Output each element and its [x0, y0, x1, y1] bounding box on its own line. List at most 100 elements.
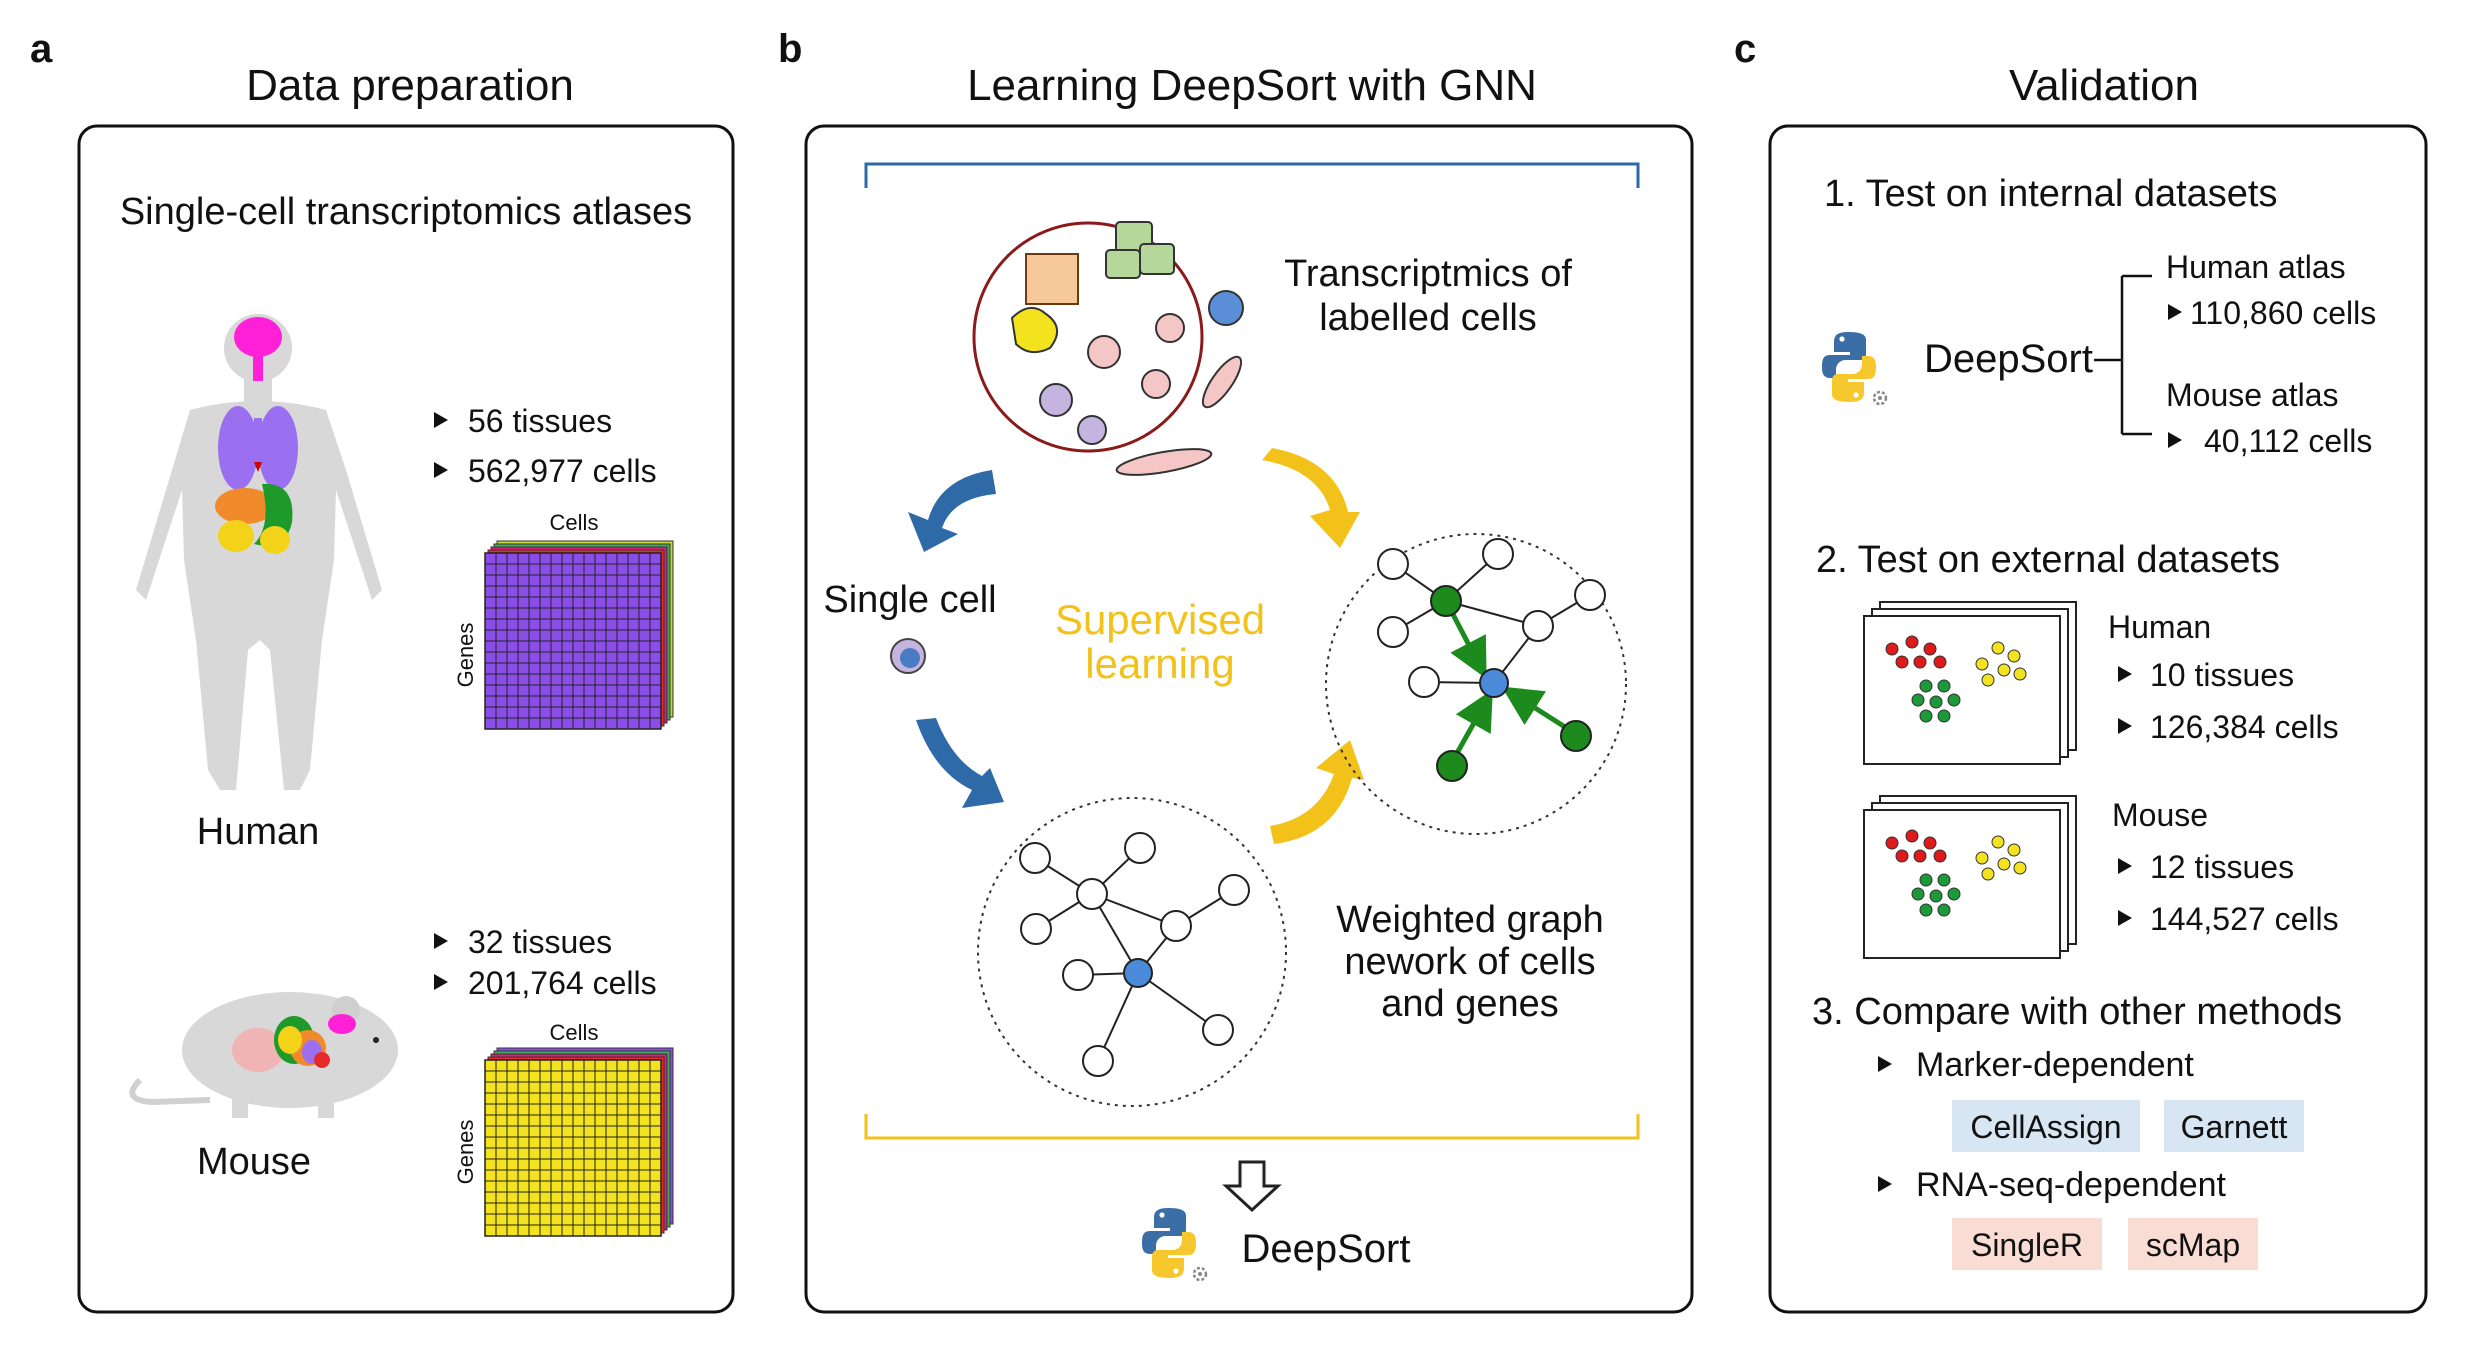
- panel-c-letter: c: [1734, 27, 1756, 71]
- section2-human-label: Human: [2108, 609, 2211, 645]
- human-matrix: Cells Genes: [453, 510, 674, 730]
- scatter-point: [1981, 673, 1995, 687]
- single-cell-label: Single cell: [823, 579, 996, 621]
- cellassign-badge: [1952, 1100, 2140, 1152]
- scatter-point: [1913, 849, 1927, 863]
- scatter-point: [1919, 709, 1933, 723]
- bullet-icon: [1878, 1056, 1892, 1072]
- supervised-learning-line1: Supervised: [1055, 596, 1265, 643]
- top-bracket: [864, 162, 1640, 188]
- scatter-point: [1929, 889, 1943, 903]
- section2-mouse-tissues: 12 tissues: [2150, 849, 2294, 885]
- mouse-label: Mouse: [197, 1141, 311, 1183]
- bullet-icon: [2118, 718, 2132, 734]
- weighted-graph-network: [977, 797, 1287, 1107]
- labelled-cells-label-line2: labelled cells: [1319, 297, 1537, 339]
- labelled-cells-circle: [972, 221, 1244, 476]
- bullet-icon: [2118, 858, 2132, 874]
- intestine-right-icon: [260, 526, 290, 554]
- mouse-matrix-genes-label: Genes: [453, 1120, 478, 1185]
- section2-mouse-label: Mouse: [2112, 797, 2208, 833]
- scatter-point: [2013, 861, 2027, 875]
- scatter-point: [1937, 903, 1951, 917]
- human-stat-tissues: 56 tissues: [468, 403, 612, 439]
- scatter-point: [1937, 873, 1951, 887]
- panel-c-box: [1768, 124, 2428, 1314]
- mouse-organ-pink-icon: [232, 1028, 284, 1072]
- bullet-icon: [2168, 432, 2182, 448]
- scatter-point: [1919, 903, 1933, 917]
- scatter-point: [1947, 887, 1961, 901]
- scatter-point: [1923, 642, 1937, 656]
- bullet-icon: [2118, 910, 2132, 926]
- human-label: Human: [197, 811, 320, 853]
- scatter-point: [1933, 655, 1947, 669]
- section1-mouse-cells: 40,112 cells: [2204, 423, 2372, 459]
- scatter-point: [1991, 835, 2005, 849]
- section2-mouse-cells: 144,527 cells: [2150, 901, 2339, 937]
- scatter-point: [2007, 649, 2021, 663]
- singler-label: SingleR: [1971, 1227, 2083, 1263]
- deepsort-output-label: DeepSort: [1242, 1227, 1411, 1271]
- liver-icon: [215, 488, 275, 524]
- scmap-badge: [2128, 1218, 2258, 1270]
- scatter-point: [1929, 695, 1943, 709]
- panel-a-title: Data preparation: [246, 61, 574, 110]
- panel-b-title: Learning DeepSort with GNN: [967, 61, 1537, 110]
- arrow-to-weighted-graph: [916, 718, 1004, 808]
- scatter-point: [1975, 657, 1989, 671]
- section1-title: 1. Test on internal datasets: [1824, 173, 2277, 215]
- rna-dependent-label: RNA-seq-dependent: [1916, 1166, 2227, 1204]
- mouse-body-icon: [129, 992, 398, 1118]
- cellassign-label: CellAssign: [1970, 1109, 2121, 1145]
- down-arrow-icon: [1222, 1160, 1282, 1213]
- single-cell-icon: [890, 638, 926, 674]
- scatter-point: [1991, 641, 2005, 655]
- scatter-point: [1905, 635, 1919, 649]
- panel-c-title: Validation: [2009, 61, 2199, 110]
- weighted-graph-label-line3: and genes: [1381, 983, 1559, 1025]
- scatter-point: [1947, 693, 1961, 707]
- labelled-cells-label-line1: Transcriptmics of: [1284, 253, 1572, 295]
- scatter-point: [1895, 655, 1909, 669]
- scatter-point: [2013, 667, 2027, 681]
- trained-graph-network: [1325, 533, 1627, 835]
- garnett-label: Garnett: [2181, 1109, 2288, 1145]
- intestine-left-icon: [218, 520, 254, 552]
- scatter-point: [1905, 829, 1919, 843]
- section2-title: 2. Test on external datasets: [1816, 539, 2280, 581]
- panel-a-box: [77, 124, 735, 1314]
- human-stat-cells: 562,977 cells: [468, 453, 657, 489]
- scatter-point: [1997, 663, 2011, 677]
- garnett-badge: [2164, 1100, 2304, 1152]
- mouse-matrix: Cells Genes: [453, 1020, 674, 1237]
- arrow-to-trained-graph-bottom: [1270, 740, 1364, 844]
- bullet-icon: [1878, 1176, 1892, 1192]
- human-matrix-cells-label: Cells: [550, 510, 599, 535]
- scatter-point: [1933, 849, 1947, 863]
- scatter-point: [1981, 867, 1995, 881]
- human-stat-list: 56 tissues 562,977 cells: [434, 403, 657, 489]
- scatter-point: [1885, 836, 1899, 850]
- scatter-point: [1923, 836, 1937, 850]
- section1-bracket: [2094, 274, 2152, 436]
- arrow-to-single-cell: [908, 470, 996, 552]
- bullet-icon: [2168, 304, 2182, 320]
- python-logo-icon-validation: [1820, 330, 1888, 406]
- scatter-point: [1913, 655, 1927, 669]
- section2-human-cells: 126,384 cells: [2150, 709, 2339, 745]
- marker-dependent-label: Marker-dependent: [1916, 1046, 2194, 1084]
- lung-left-icon: [218, 406, 258, 490]
- brain-icon: [234, 317, 282, 357]
- bottom-bracket: [864, 1114, 1640, 1140]
- human-matrix-genes-label: Genes: [453, 623, 478, 688]
- heart-icon: [254, 462, 262, 472]
- bullet-icon: [2118, 666, 2132, 682]
- section1-human-cells: 110,860 cells: [2190, 295, 2376, 331]
- section1-model-label: DeepSort: [1924, 337, 2093, 381]
- panel-b-box: [804, 124, 1694, 1314]
- scatter-point: [1911, 887, 1925, 901]
- scatter-point: [1997, 857, 2011, 871]
- weighted-graph-label-line1: Weighted graph: [1336, 899, 1604, 941]
